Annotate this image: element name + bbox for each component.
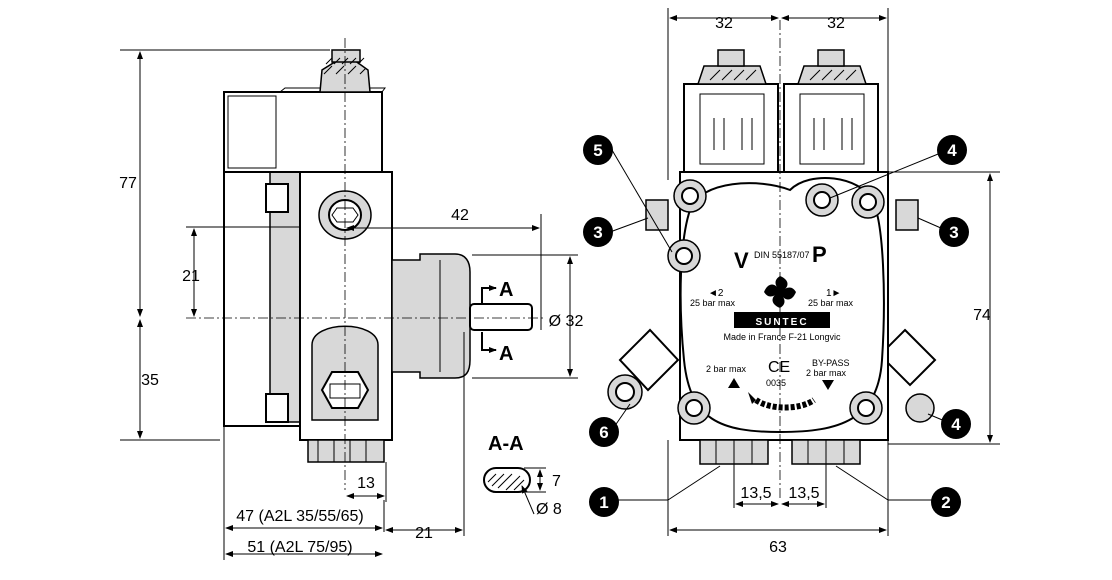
dim-21: 21 xyxy=(182,268,200,285)
dim-13: 13 xyxy=(357,475,375,492)
dim-51: 51 (A2L 75/95) xyxy=(247,539,352,556)
dim-coil-right: 32 xyxy=(827,15,845,32)
section-marker-top: A xyxy=(499,279,513,301)
nameplate-port2: ◄2 xyxy=(708,288,724,299)
svg-text:4: 4 xyxy=(947,141,957,160)
nameplate-din: DIN 55187/07 xyxy=(754,250,810,260)
nameplate-port2-pressure: 25 bar max xyxy=(690,298,736,308)
callout-2: 2 xyxy=(931,487,961,517)
aa-dim-8: Ø 8 xyxy=(536,501,562,518)
nameplate-port1: 1► xyxy=(826,288,841,299)
svg-text:5: 5 xyxy=(593,141,602,160)
svg-text:1: 1 xyxy=(599,493,608,512)
nameplate-v: V xyxy=(734,248,749,273)
suntec-fan-logo xyxy=(764,276,796,308)
dim-35: 35 xyxy=(141,372,159,389)
svg-text:4: 4 xyxy=(951,415,961,434)
callout-4-bottom: 4 xyxy=(941,409,971,439)
svg-text:6: 6 xyxy=(599,423,608,442)
cover-bolts xyxy=(667,179,885,425)
nameplate-ce-number: 0035 xyxy=(766,378,786,388)
section-title: A-A xyxy=(488,433,524,455)
nameplate-bypass-pressure: 2 bar max xyxy=(806,368,847,378)
dim-77: 77 xyxy=(119,175,137,192)
aa-dim-7: 7 xyxy=(552,473,561,490)
callout-5: 5 xyxy=(583,135,613,165)
dim-47: 47 (A2L 35/55/65) xyxy=(236,508,364,525)
dim-coil-left: 32 xyxy=(715,15,733,32)
front-view: V DIN 55187/07 P ◄2 25 bar max 1► 25 bar… xyxy=(583,8,1000,556)
coil-right xyxy=(783,49,879,175)
callout-6: 6 xyxy=(589,417,619,447)
nameplate-ce: CE xyxy=(768,359,790,376)
dim-port-right: 13,5 xyxy=(788,485,819,502)
callout-4-top: 4 xyxy=(937,135,967,165)
section-marker-bottom: A xyxy=(499,343,513,365)
dim-port-left: 13,5 xyxy=(740,485,771,502)
dim-42: 42 xyxy=(451,207,469,224)
nameplate-port1-pressure: 25 bar max xyxy=(808,298,854,308)
dim-21-bottom: 21 xyxy=(415,525,433,542)
svg-text:3: 3 xyxy=(949,223,958,242)
nameplate-bypass: BY-PASS xyxy=(812,358,850,368)
dim-74: 74 xyxy=(973,307,991,324)
coil-left xyxy=(683,49,779,175)
nameplate-left-pressure: 2 bar max xyxy=(706,364,747,374)
nameplate-made-in: Made in France F-21 Longvic xyxy=(723,332,841,342)
svg-text:2: 2 xyxy=(941,493,950,512)
nameplate-p: P xyxy=(812,242,827,267)
callout-1: 1 xyxy=(589,487,619,517)
dim-dia-32: Ø 32 xyxy=(549,313,584,330)
section-aa: A-A 7 Ø 8 xyxy=(483,433,562,518)
nameplate-brand: SUNTEC xyxy=(755,317,808,328)
callout-3-right: 3 xyxy=(939,217,969,247)
callout-3-left: 3 xyxy=(583,217,613,247)
dim-63: 63 xyxy=(769,539,787,556)
side-view: 77 35 21 42 Ø 32 A A 13 47 (A2L 35/55/65… xyxy=(119,38,583,560)
nameplate: V DIN 55187/07 P ◄2 25 bar max 1► 25 bar… xyxy=(690,242,854,411)
svg-text:3: 3 xyxy=(593,223,602,242)
